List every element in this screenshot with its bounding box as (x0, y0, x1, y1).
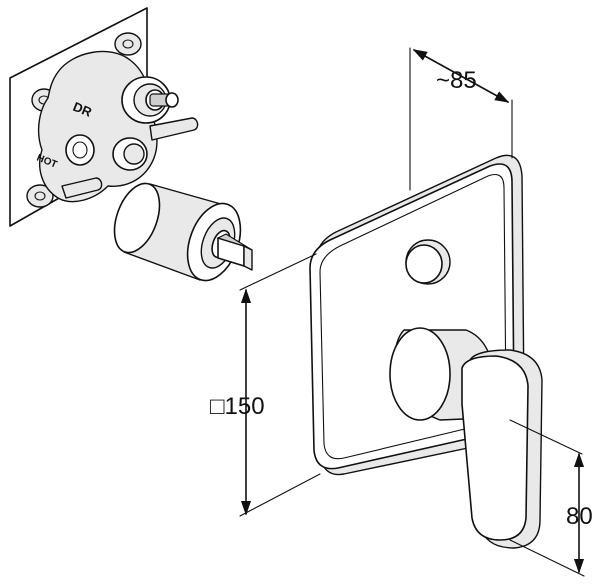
lever-hub (389, 327, 495, 421)
side-outlet-upper (149, 117, 199, 141)
rough-in-valve-body: DR HOT (9, 7, 253, 282)
mounting-lug-top (114, 32, 142, 56)
upper-port (121, 76, 179, 124)
plate-size-value: 150 (225, 393, 265, 420)
diverter-button (405, 239, 451, 285)
handle-height-dimension: 80 (509, 419, 593, 577)
body-label-top: DR (71, 99, 95, 120)
lever-handle (461, 349, 543, 549)
valve-spindle (216, 233, 253, 271)
square-symbol: □ (210, 393, 225, 420)
svg-text:□150: □150 (210, 393, 265, 420)
depth-value: ~85 (436, 67, 477, 94)
mounting-lug-bottom-left (26, 184, 54, 208)
side-outlet-lower (61, 177, 103, 199)
handle-height-value: 80 (566, 503, 593, 530)
depth-dimension: ~85 (409, 47, 513, 191)
plate-size-dimension: □150 (210, 253, 321, 517)
valve-cartridge (113, 182, 242, 282)
trim-plate (309, 154, 543, 549)
